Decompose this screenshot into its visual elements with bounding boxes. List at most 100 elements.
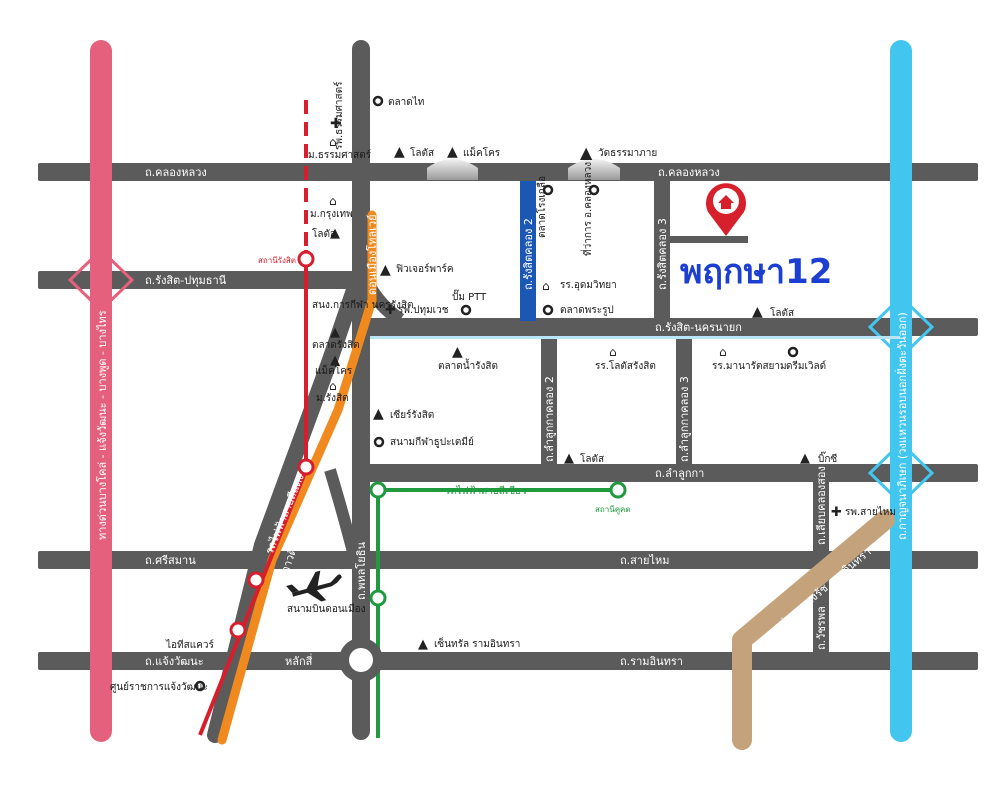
interchange-blue-2 (867, 440, 935, 506)
label-siam-school: รร.มานารัตสยาม (712, 361, 787, 372)
label-khlong-luang-west: ถ.คลองหลวง (145, 166, 207, 179)
shopping-bag-icon: ▲ (800, 451, 810, 466)
label-rangsit-station: สถานีรังสิต (258, 256, 296, 265)
station-red-4 (229, 621, 247, 639)
label-green-line: รถไฟฟ้าสายสีเขียว (445, 485, 527, 497)
label-talad-rangsit: ตลาดรังสิต (312, 340, 360, 351)
label-rangsit-pathum: ถ.รังสิต-ปทุมธานี (145, 274, 227, 287)
label-phahonyothin: ถ.พหลโยธิน (354, 542, 368, 600)
label-wat: วัดธรรมาภาย (598, 148, 657, 159)
label-lam-luk-ka: ถ.ลำลูกกา (655, 467, 704, 480)
label-udom-witthaya: รร.อุดมวิทยา (560, 280, 617, 291)
shopping-bag-icon: ▲ (380, 262, 391, 278)
label-sai-mai-hosp: รพ.สายไหม (845, 506, 896, 518)
shopping-bag-icon: ▲ (330, 325, 340, 340)
label-lam-luk-ka-khlong-3: ถ.ลำลูกกาคลอง 3 (678, 376, 691, 462)
label-watcharaphon: ถ.วัชรพล (815, 606, 828, 650)
station-khu-khot (609, 481, 627, 499)
label-tollway: ดอนเมืองโทลเวย์ (365, 214, 379, 295)
label-zeer-rangsit: เซียร์รังสิต (390, 409, 434, 421)
road-expressway-ram-inthra (732, 510, 895, 750)
station-green-1 (369, 481, 387, 499)
hospital-icon: ✚ (330, 116, 342, 132)
road-curve-future (355, 268, 405, 326)
interchange-pink (67, 247, 135, 313)
airplane-icon (286, 570, 342, 602)
label-talad-rongkluea: ตลาดโรงเกลือ (535, 176, 548, 238)
road-khlong-luang (38, 163, 978, 181)
label-lam-luk-ka-khlong-2: ถ.ลำลูกกาคลอง 2 (543, 376, 556, 462)
label-ptt: ปั๊ม PTT (452, 289, 487, 303)
shopping-bag-icon: ▲ (452, 344, 463, 360)
road-phahonyothin (352, 40, 370, 740)
label-rangsit-khlong-3: ถ.รังสิตคลอง 3 (656, 218, 669, 290)
hospital-icon: ✚ (831, 505, 842, 520)
label-airport: สนามบินดอนเมือง (287, 603, 366, 615)
label-bkk-uni: ม.กรุงเทพ (310, 209, 353, 220)
school-icon: ⌂ (329, 379, 337, 393)
road-to-project (668, 236, 748, 243)
label-rangsit-uni: ม.รังสิต (316, 393, 349, 404)
label-govt-complex: ศูนย์ราชการแจ้งวัฒนะ (110, 681, 208, 693)
bridge-1 (427, 159, 478, 180)
label-lotus-rangsit-school: รร.โลตัสรังสิต (595, 359, 656, 372)
shopping-bag-icon: ▲ (447, 144, 458, 160)
green-line (376, 488, 618, 738)
label-ram-inthra: ถ.รามอินทรา (620, 655, 683, 668)
shopping-bag-icon: ▲ (373, 406, 384, 422)
temple-icon: ▲ (580, 143, 593, 162)
label-thammasat-uni: ม.ธรรมศาสตร์ (308, 149, 372, 161)
marker-talad-phra-rup (542, 304, 554, 316)
station-red-3 (247, 571, 265, 589)
shopping-bag-icon: ▲ (752, 304, 763, 320)
road-lam-luk-ka-khlong-2 (541, 336, 557, 466)
shopping-bag-icon: ▲ (418, 637, 428, 652)
school-icon: ⌂ (329, 194, 337, 208)
road-rangsit-khlong-2 (520, 181, 536, 321)
road-watcharaphon (813, 569, 829, 654)
station-rangsit (297, 250, 315, 268)
label-talad-thai: ตลาดไท (388, 96, 424, 108)
label-khu-khot: สถานีคูคต (595, 505, 631, 515)
school-icon: ⌂ (542, 279, 550, 293)
hospital-icon: ✚ (385, 303, 396, 318)
marker-govt-complex (194, 680, 206, 692)
label-talad-phra-rup: ตลาดพระรูป (560, 305, 614, 316)
label-sai-mai: ถ.สายไหม (620, 554, 670, 567)
label-kanchanaphisek: ถ.กาญจนาภิเษก (วงแหวนรอบนอกฝั่งตะวันออก) (894, 312, 909, 540)
label-talad-nam-rangsit: ตลาดน้ำรังสิต (438, 358, 498, 372)
label-patavee-hosp: รพ.ปทุมเวช (398, 305, 449, 316)
label-central-ram-inthra: เซ็นทรัล รามอินทรา (434, 636, 520, 650)
project-title: พฤกษา12 (680, 252, 832, 292)
school-icon: ⌂ (329, 135, 337, 149)
label-chaeng-wattana: ถ.แจ้งวัฒนะ (145, 655, 204, 668)
label-makro-2: แม็คโคร (315, 363, 353, 377)
label-lotus-2: โลตัส (312, 227, 336, 240)
label-khlong-luang-east: ถ.คลองหลวง (658, 166, 720, 179)
label-liap-khlong-song: ถ.เลียบคลองสอง (815, 466, 828, 545)
label-pink-expressway: ทางด่วนบางโคล่ - แจ้งวัฒนะ - บางพูด - บา… (95, 310, 109, 540)
label-amphoe-khlong-luang: ที่ว่าการ อ.คลองหลวง (580, 162, 594, 256)
shopping-bag-icon: ▲ (394, 144, 405, 160)
shopping-bag-icon: ▲ (564, 451, 574, 466)
school-icon: ⌂ (719, 345, 727, 359)
road-kanchanaphisek (890, 40, 912, 742)
label-big-c: บิ๊กซี (818, 451, 837, 465)
road-lam-luk-ka-khlong-3 (676, 336, 692, 466)
marker-amphoe (588, 184, 600, 196)
marker-talad-rongkluea (542, 184, 554, 196)
label-sri-saman: ถ.ศรีสมาน (145, 554, 196, 567)
road-rangsit-khlong-3 (654, 181, 670, 321)
label-makro-1: แม็คโคร (463, 145, 501, 159)
label-future-park: ฟิวเจอร์พาร์ค (396, 263, 454, 275)
location-pin-icon (705, 183, 747, 236)
label-rangsit-nakhon-nayok: ถ.รังสิต-นครนายก (655, 321, 742, 334)
label-lak-si: หลักสี่ (285, 653, 313, 668)
marker-dream-world (787, 346, 799, 358)
marker-ptt (460, 304, 472, 316)
shopping-bag-icon: ▲ (330, 226, 340, 241)
road-don-mueang-tollway (217, 210, 377, 745)
road-curve-lower (324, 468, 361, 562)
road-rangsit-pathum (38, 271, 363, 289)
